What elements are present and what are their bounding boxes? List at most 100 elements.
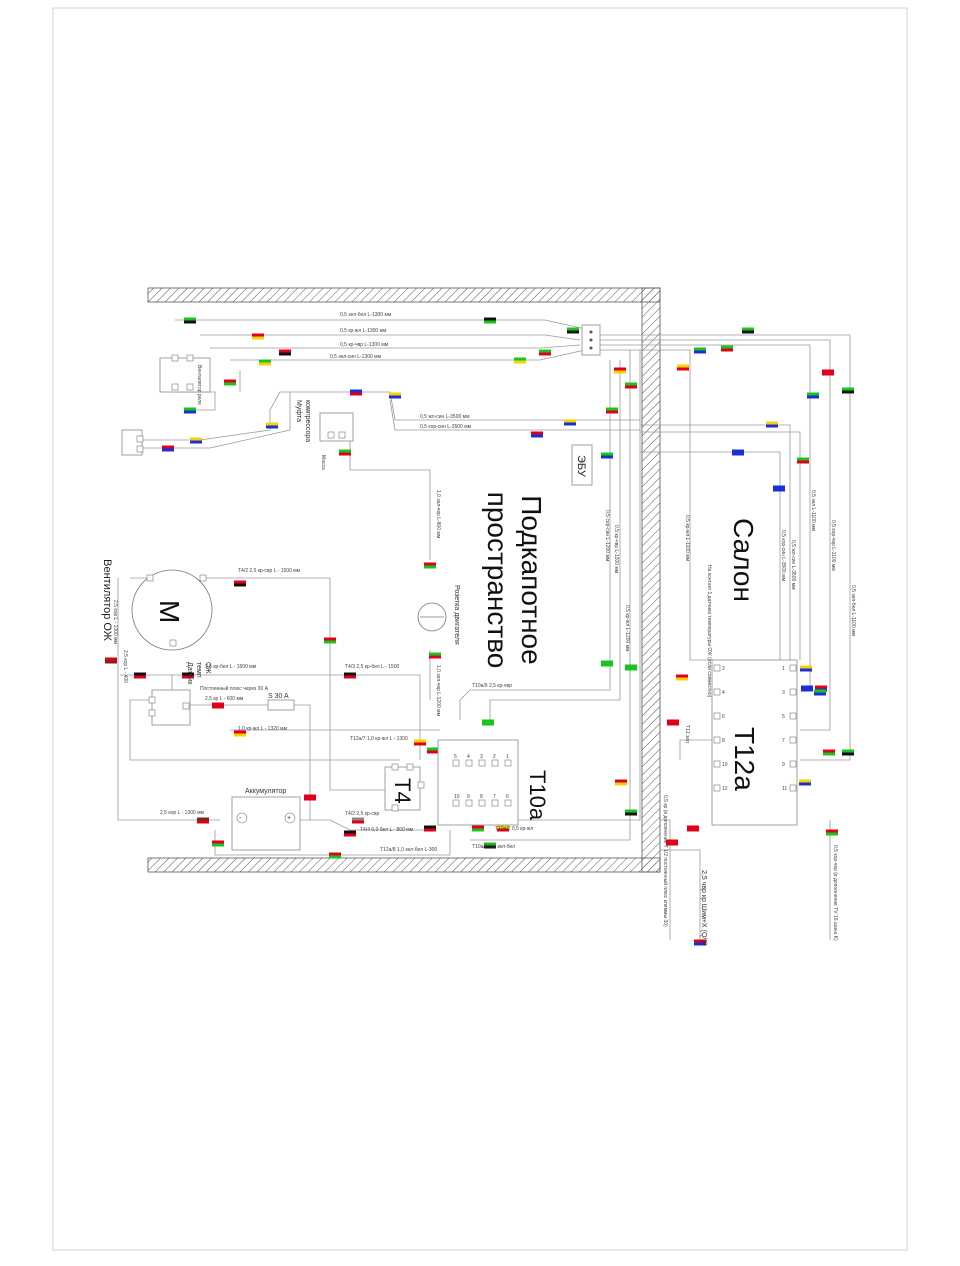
wire-color-marker [234, 580, 246, 587]
wire-label-w7: 1,0 зел-чвр L-800 мм [435, 490, 441, 539]
wire-label-w23: 1,0 кр-жл L - 1320 мм [238, 726, 288, 732]
wire-color-marker [162, 445, 174, 452]
wire-color-marker [601, 660, 613, 667]
t10a-pin-number: 10 [454, 794, 460, 800]
t10a-pin-number: 9 [467, 794, 470, 800]
wire-color-marker [666, 839, 678, 846]
temp-sensor-line1: Датчик [186, 662, 193, 685]
wire-color-marker [259, 359, 271, 366]
motor-label: М [154, 600, 185, 623]
t12a-pin-number: 9 [782, 762, 785, 768]
wire-color-markers [105, 317, 854, 946]
wire-label-w15: 0,5 зел L-1100 мм [810, 490, 816, 532]
wire-label-w1: 0,5 зел-бел L-1300 мм [340, 312, 392, 318]
wire-label-w21: 2,5 кор L - 1300 мм [112, 600, 118, 645]
t12a-pin-number: 12 [722, 786, 728, 792]
t12a-pin-number: 2 [722, 666, 725, 672]
cabin-t12a-note: На контакт 1 датчика температуры ОЖ (есл… [706, 565, 712, 698]
wire-label-w31: 2,5 кор L - 400 [122, 650, 128, 683]
t10a-pin-number: 8 [480, 794, 483, 800]
t12a-pin-number: 10 [722, 762, 728, 768]
t10a-pin-number: 7 [493, 794, 496, 800]
wire-color-marker [212, 702, 224, 709]
wire-color-marker [182, 672, 194, 679]
wire-label-w22: 2,5 кр L - 600 мм [205, 696, 244, 702]
engine-bay-label: Подкапотное пространство [482, 492, 547, 669]
wire-label-w17: 0,5 кор-син L-3500 мм [780, 530, 786, 582]
wire-label-w5: 0,5 жл-син L-3500 мм [420, 414, 470, 420]
wire-label-w30: T10a/9 2,5 кр-чвр [472, 683, 512, 689]
wire-label-fuse-note: Постоянный плюс через 30 А [200, 685, 269, 692]
wire-color-marker [224, 379, 236, 386]
engine-socket: Розетка двигателя [417, 585, 460, 645]
compressor-label-line2: компрессора [304, 400, 311, 442]
wire-color-marker [484, 317, 496, 324]
t12a-pin: 6 [713, 712, 725, 720]
mass-label: Масса [320, 455, 326, 470]
wire-label-w10: 0,5 кр-чвр L-1200 мм [613, 525, 619, 574]
wire-color-marker [339, 449, 351, 456]
ecu-label: ЭБУ [575, 455, 587, 478]
wire-color-marker [625, 382, 637, 389]
ignition-out-label: 0,5 кр (в дополнение T 1/2 постоянный пл… [662, 795, 669, 927]
wire-color-marker [184, 407, 196, 414]
t10a-pin: 1 [504, 754, 512, 767]
wire-color-marker [814, 689, 826, 696]
wire-color-marker [429, 652, 441, 659]
t10a-pin: 10 [452, 794, 460, 807]
wire-label-w6: 0,5 кор-син L-3500 мм [420, 424, 472, 430]
wire-color-marker [797, 457, 809, 464]
ecu-block: ЭБУ [571, 444, 593, 486]
coolant-temp-sensor: Датчик темп ОЖ [148, 662, 211, 726]
t10a-pin-number: 3 [480, 754, 483, 760]
wire-color-marker [677, 364, 689, 371]
wire-color-marker [694, 939, 706, 946]
t10a-pin: 2 [491, 754, 499, 767]
engine-socket-label: Розетка двигателя [453, 585, 460, 645]
wire-label-w26: T4/4 6,0 бел L - 800 мм [360, 827, 414, 833]
t10a-pin: 3 [478, 754, 486, 767]
wire-color-marker [252, 333, 264, 340]
wire-label-w8: 1,0 зел-чвр L-1200 мм [435, 665, 441, 717]
wire-color-marker [799, 779, 811, 786]
t10a-pin-number: 6 [506, 794, 509, 800]
engine-bay-label-line1: Подкапотное [516, 495, 547, 664]
wall-bottom [147, 857, 661, 873]
wire-color-marker [694, 347, 706, 354]
wire-color-marker [344, 830, 356, 837]
battery-minus: - [239, 815, 242, 822]
wire-color-marker [190, 437, 202, 444]
wall-top [147, 287, 661, 303]
wire-color-marker [497, 825, 509, 832]
wire-color-marker [427, 747, 439, 754]
wire-color-marker [105, 657, 117, 664]
t10a-pin: 5 [452, 754, 460, 767]
wire-labels: 0,5 зел-бел L-1300 мм 0,5 кр-жл L-1300 м… [112, 312, 856, 946]
wire-color-marker [234, 730, 246, 737]
connector-t4: T4 [384, 763, 425, 812]
cabin-label-text: Салон [728, 518, 759, 602]
firewall-splice [581, 324, 601, 356]
t4-label: T4 [390, 778, 415, 804]
wire-label-w14: 0,5 кор-чвр L-1100 мм [830, 520, 836, 571]
fan-label-text: Вентилятор ОЖ [101, 559, 113, 641]
wire-label-w2: 0,5 кр-жл L-1300 мм [340, 328, 387, 334]
t12a-pin: 11 [782, 784, 797, 792]
wire-label-w25: T4/2 2,5 кр-свр [345, 811, 380, 817]
wire-color-marker [823, 749, 835, 756]
wire-color-marker [801, 685, 813, 692]
t12a-label: T12a [729, 727, 760, 791]
wire-label-w3: 0,5 кр-чвр L-1300 мм [340, 342, 389, 348]
t12a-pin-number: 7 [782, 738, 785, 744]
wire-color-marker [197, 817, 209, 824]
wire-color-marker [352, 817, 364, 824]
t10a-pin: 8 [478, 794, 486, 807]
wire-color-marker [766, 421, 778, 428]
left-connector [121, 429, 144, 456]
t12a-pin: 12 [713, 784, 728, 792]
wire-color-marker [389, 392, 401, 399]
wire-color-marker [601, 452, 613, 459]
wire-color-marker [807, 392, 819, 399]
shim-out-label: 2,5 чвр кр Шим+X (Q/2) [700, 870, 707, 946]
t10a-pin: 9 [465, 794, 473, 807]
